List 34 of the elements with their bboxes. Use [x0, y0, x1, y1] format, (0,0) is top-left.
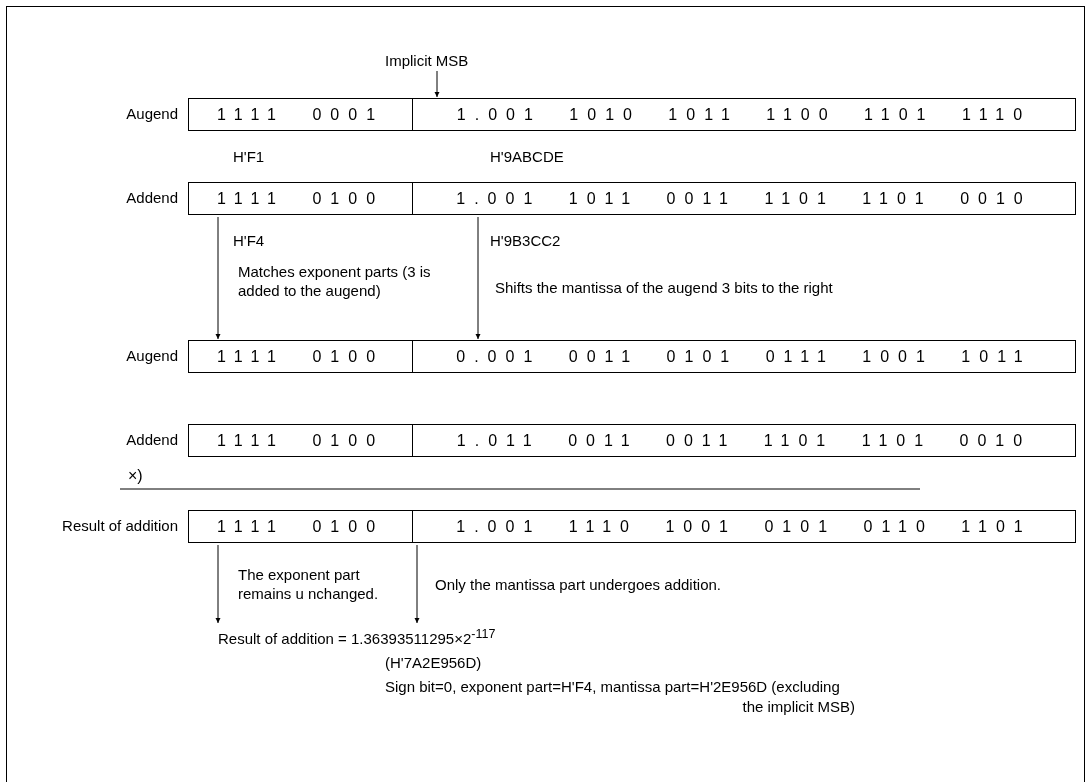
mantissa-field: 1.011 0011 0011 1101 1101 0010 [413, 425, 1075, 456]
exponent-field: 1111 0100 [189, 183, 413, 214]
result-detail: Sign bit=0, exponent part=H'F4, mantissa part=H'2E956D (excluding the implicit MSB) [385, 677, 855, 717]
mantissa-field: 0.001 0011 0101 0111 1001 1011 [413, 341, 1075, 372]
row-label: Augend [126, 347, 178, 364]
register-box [188, 510, 1076, 543]
operator-sign: ×) [128, 467, 143, 485]
arrow [414, 544, 420, 624]
hex-value: (H'7A2E956D) [385, 653, 483, 673]
arrow [215, 544, 221, 624]
annotation-text: Implicit MSB [385, 52, 469, 69]
result-equation: Result of addition = 1.36393511295×2$^{-117}$ [218, 626, 497, 649]
row-label: Result of addition [62, 517, 178, 534]
row-label: Addend [126, 189, 178, 206]
exponent-field: 1111 0100 [189, 425, 413, 456]
mantissa-field: 1.001 1110 1001 0101 0110 1101 [413, 511, 1075, 542]
exponent-field: 1111 0001 [189, 99, 413, 130]
hex-value: H'9B3CC2 [490, 232, 561, 249]
mantissa-field: 1.001 1010 1011 1100 1101 1110 [413, 99, 1075, 130]
register-box [188, 182, 1076, 215]
register-box [188, 424, 1076, 457]
row-label: Addend [126, 431, 178, 448]
row-label: Augend [126, 105, 178, 122]
register-box [188, 98, 1076, 131]
arrow [475, 216, 481, 340]
exponent-field: 1111 0100 [189, 341, 413, 372]
hex-value: H'F1 [233, 148, 265, 165]
hex-value: H'9ABCDE [490, 148, 564, 165]
register-box [188, 340, 1076, 373]
arrow [215, 216, 221, 340]
arrow [434, 70, 440, 98]
mantissa-field: 1.001 1011 0011 1101 1101 0010 [413, 183, 1075, 214]
hex-value: H'F4 [233, 232, 265, 249]
exponent-field: 1111 0100 [189, 511, 413, 542]
